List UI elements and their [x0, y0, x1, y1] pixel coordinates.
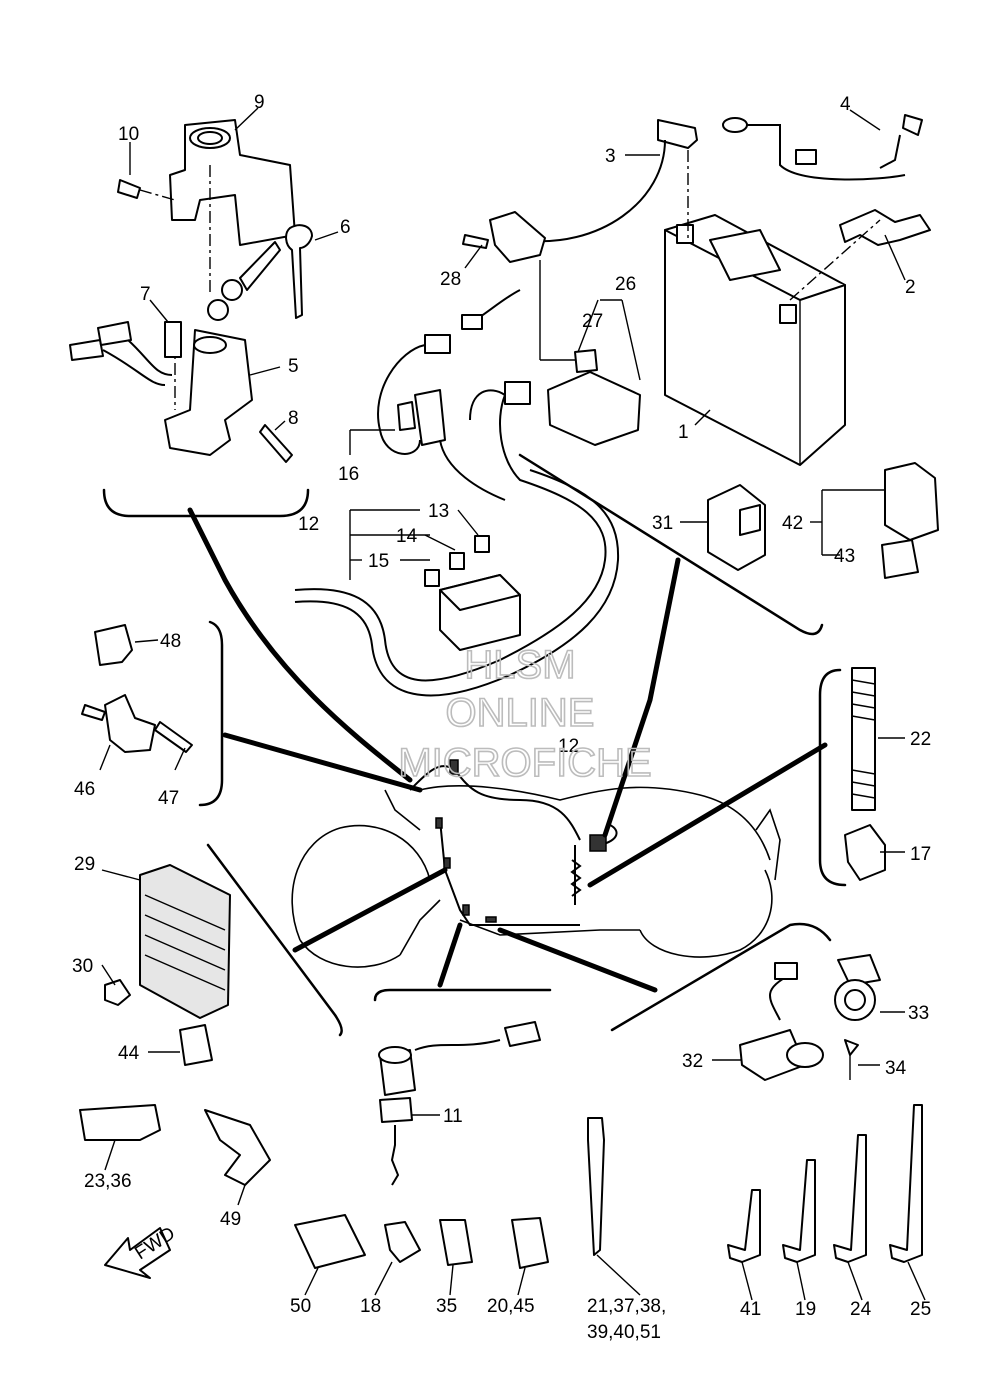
callout-17: 17: [910, 844, 931, 865]
callout-23-36: 23,36: [84, 1171, 132, 1192]
callout-4: 4: [840, 94, 851, 115]
relay-group: [707, 462, 939, 579]
callout-47: 47: [158, 788, 179, 809]
callout-30: 30: [72, 956, 93, 977]
callout-33: 33: [908, 1003, 929, 1024]
callout-46: 46: [74, 779, 95, 800]
callout-24: 24: [850, 1299, 872, 1320]
callout-31: 31: [652, 513, 673, 534]
callout-7: 7: [140, 284, 151, 305]
callout-14: 14: [396, 526, 418, 547]
callout-1: 1: [678, 422, 689, 443]
callout-49: 49: [220, 1209, 241, 1230]
callout-labels: 9 10 6 7 5 8 3 4 2 28 26 27 1 16 12 13 1…: [72, 92, 931, 1343]
callout-8: 8: [288, 408, 299, 429]
callout-16: 16: [338, 464, 359, 485]
callout-26: 26: [615, 274, 636, 295]
battery-group: [519, 114, 931, 466]
callout-9: 9: [254, 92, 265, 113]
rectifier-group: [104, 864, 231, 1066]
callout-32: 32: [682, 1051, 703, 1072]
wire-harness-group: [294, 389, 620, 697]
callout-2: 2: [905, 277, 916, 298]
callout-18: 18: [360, 1296, 381, 1317]
rod-group: [844, 667, 886, 881]
pickup-sensor-group: [739, 954, 881, 1081]
callout-leaders: [99, 107, 926, 1301]
callout-13: 13: [428, 501, 449, 522]
callout-27: 27: [582, 311, 603, 332]
watermark-line-1: HLSM: [464, 643, 575, 687]
callout-43: 43: [834, 546, 855, 567]
fwd-arrow: FWD: [104, 1223, 179, 1279]
clamp-group: [79, 1104, 549, 1269]
callout-34: 34: [885, 1058, 907, 1079]
watermark-line-3: MICROFICHE: [398, 741, 651, 785]
switch-group: [378, 1021, 541, 1186]
callout-10: 10: [118, 124, 139, 145]
sensor-group: [81, 624, 193, 753]
callout-22: 22: [910, 729, 931, 750]
callout-12-b: 12: [558, 736, 579, 757]
callout-3: 3: [605, 146, 616, 167]
cable-tie-group: [587, 1104, 923, 1263]
callout-15: 15: [368, 551, 389, 572]
watermark: HLSM ONLINE MICROFICHE: [398, 642, 653, 786]
callout-21-37-38: 21,37,38,: [587, 1296, 666, 1317]
callout-29: 29: [74, 854, 95, 875]
callout-28: 28: [440, 269, 461, 290]
callout-41: 41: [740, 1299, 761, 1320]
motorcycle-outline: [291, 759, 781, 968]
group-leader-lines: [187, 507, 828, 993]
callout-19: 19: [795, 1299, 816, 1320]
callout-42: 42: [782, 513, 803, 534]
callout-11: 11: [443, 1106, 463, 1127]
callout-20-45: 20,45: [487, 1296, 535, 1317]
callout-25: 25: [910, 1299, 931, 1320]
starter-relay-group: [377, 211, 641, 455]
callout-39-40-51: 39,40,51: [587, 1322, 661, 1343]
callout-6: 6: [340, 217, 351, 238]
group-separators: [102, 453, 847, 1037]
callout-48: 48: [160, 631, 181, 652]
callout-50: 50: [290, 1296, 311, 1317]
watermark-line-2: ONLINE: [446, 691, 595, 735]
callout-12-a: 12: [298, 514, 319, 535]
callout-35: 35: [436, 1296, 457, 1317]
callout-44: 44: [118, 1043, 140, 1064]
ignition-group: [69, 119, 313, 463]
callout-5: 5: [288, 356, 299, 377]
